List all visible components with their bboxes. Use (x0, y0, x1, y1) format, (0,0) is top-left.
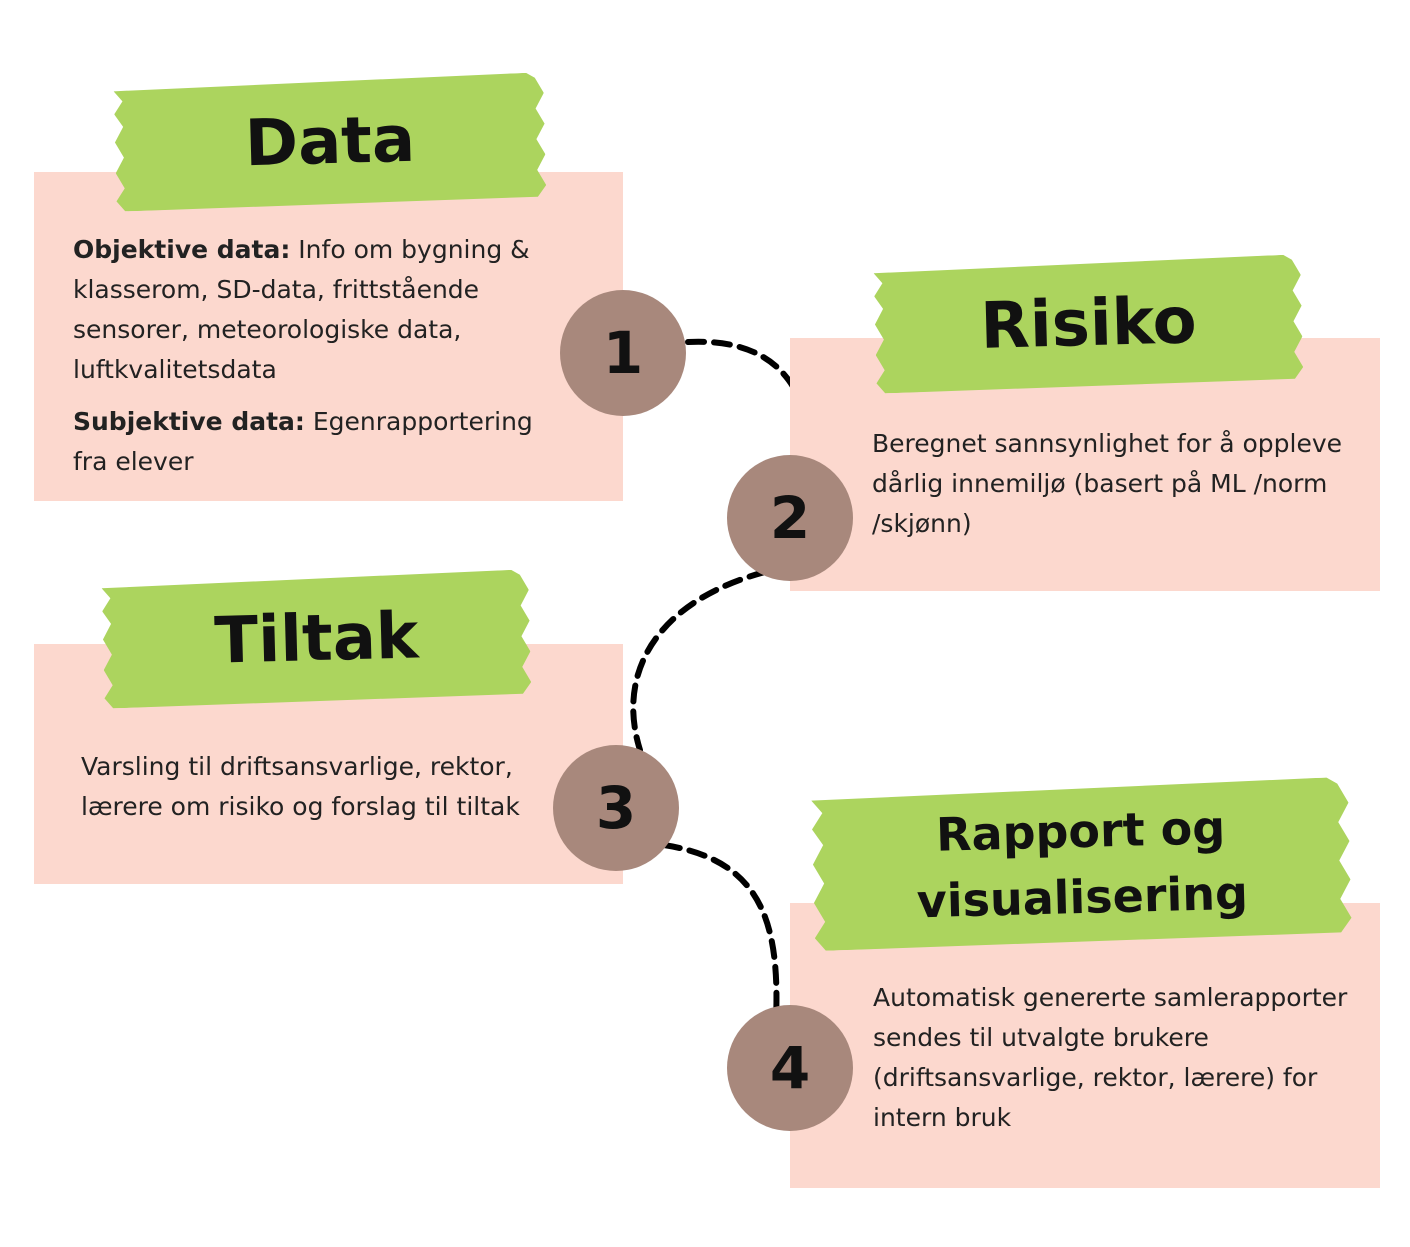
connector-2-3 (630, 569, 768, 753)
data-title: Data (244, 102, 416, 182)
subjective-data-text: Egenrapportering fra elever (73, 407, 533, 476)
connector-1-2 (685, 338, 815, 473)
risiko-title-banner: Risiko (873, 254, 1303, 393)
tiltak-title: Tiltak (213, 599, 420, 679)
tiltak-title-banner: Tiltak (101, 569, 531, 708)
step-number-3: 3 (595, 774, 637, 842)
data-description: Objektive data: Info om bygning & klasse… (73, 230, 553, 482)
rapport-title-line1: Rapport og (935, 800, 1226, 862)
rapport-title-banner: Rapport og visualisering (811, 777, 1352, 951)
step-circle-3: 3 (553, 745, 679, 871)
objective-data-label: Objektive data: (73, 235, 291, 264)
tiltak-description: Varsling til driftsansvarlige, rektor, l… (81, 752, 520, 821)
data-title-banner: Data (113, 72, 546, 211)
rapport-box (790, 903, 1380, 1188)
step-number-1: 1 (602, 319, 644, 387)
risiko-description: Beregnet sannsynlighet for å oppleve dår… (872, 429, 1343, 538)
subjective-data-label: Subjektive data: (73, 407, 305, 436)
rapport-description: Automatisk genererte samlerapporter send… (873, 983, 1348, 1132)
step-circle-2: 2 (727, 455, 853, 581)
objective-data-text: Info om bygning & klasserom, SD-data, fr… (73, 235, 530, 384)
step-circle-4: 4 (727, 1005, 853, 1131)
data-box (34, 172, 623, 501)
step-number-2: 2 (769, 484, 811, 552)
step-number-4: 4 (769, 1034, 811, 1102)
connector-3-4 (661, 842, 780, 1023)
rapport-title-line2: visualisering (916, 865, 1249, 929)
risiko-title: Risiko (979, 284, 1198, 364)
step-circle-1: 1 (560, 290, 686, 416)
